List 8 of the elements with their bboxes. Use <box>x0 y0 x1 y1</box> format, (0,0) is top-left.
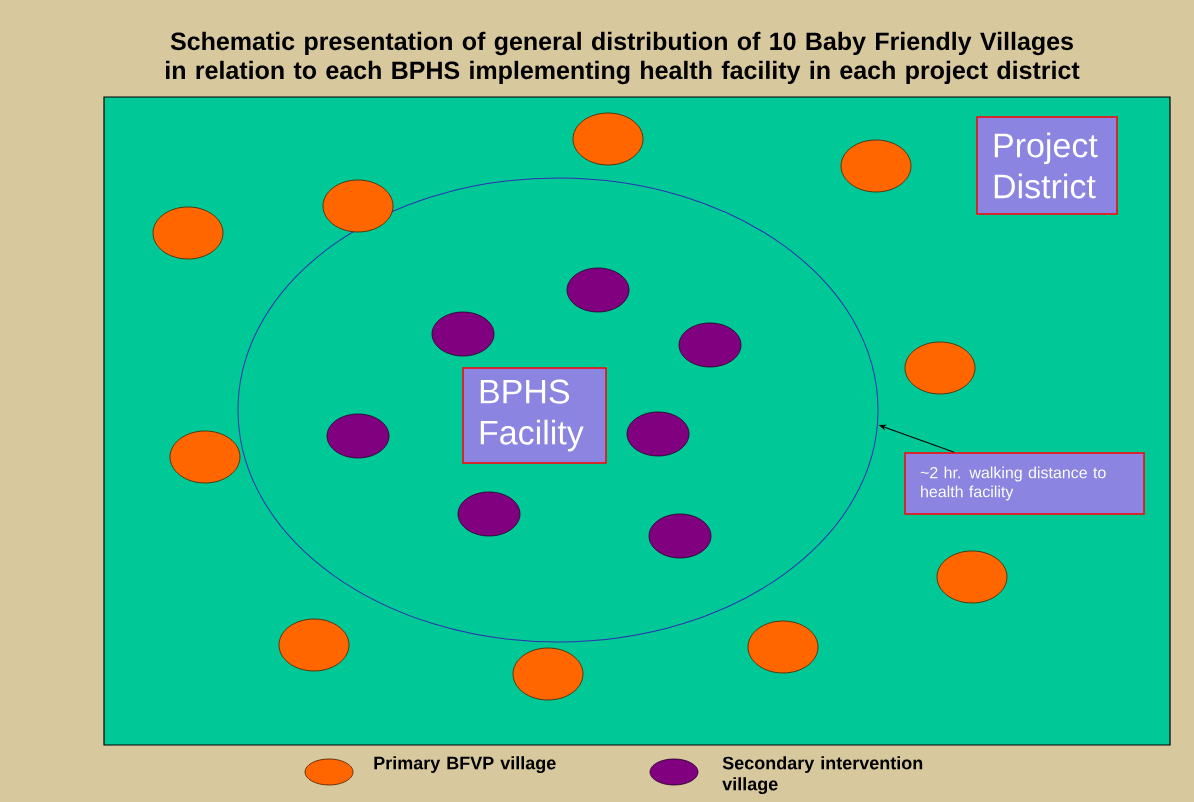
title: Schematic presentation of general distribution of 10 Baby Friendly Villages in relation to each BPHS implementing health facility in each project district <box>166 31 1080 85</box>
legend-label: Secondary intervention village <box>722 756 923 795</box>
label-box: ~2 hr. walking distance to health facility <box>904 452 1145 515</box>
arrow <box>879 424 955 453</box>
label-box: Project District <box>976 116 1118 215</box>
label-box: BPHS Facility <box>462 367 607 464</box>
legend-label: Primary BFVP village <box>374 756 556 774</box>
range-circle <box>237 177 879 643</box>
